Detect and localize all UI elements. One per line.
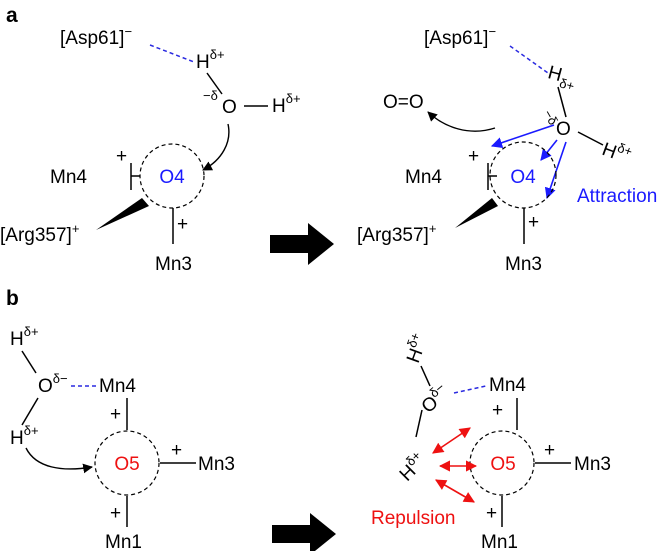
o-h-bond [415, 409, 423, 438]
plus-sign: + [492, 400, 503, 421]
attraction-arrow [540, 139, 558, 161]
o4-dashed-circle [489, 141, 557, 209]
o4-label: O4 [510, 167, 536, 188]
o-h-bond [420, 365, 431, 387]
o-partial-charge: −δ [203, 88, 218, 103]
plus-sign: + [171, 440, 182, 461]
arg357-label: [Arg357]+ [0, 221, 79, 246]
asp61-label: [Asp61]− [424, 24, 496, 49]
repulsion-arrow [432, 427, 471, 454]
repulsion-label: Repulsion [371, 508, 456, 529]
mn1-label: Mn1 [481, 532, 518, 551]
h-atom-right: Hδ+ [599, 135, 634, 168]
plus-sign: + [110, 404, 121, 425]
panel-b-right: Hδ+ Oδ− Mn4 Hδ+ + O5 Repulsion + Mn3 + M… [371, 330, 611, 551]
o5-dashed-circle [94, 430, 160, 496]
hydrogen-bond-dashed [149, 44, 195, 63]
o5-label: O5 [490, 454, 515, 475]
panel-label-b: b [6, 287, 19, 310]
wedge-bond [455, 198, 498, 228]
o5-label: O5 [114, 454, 139, 475]
mn3-label: Mn3 [155, 254, 192, 275]
o2-release-arrow [427, 111, 496, 132]
h-atom-bottom: Hδ+ [10, 423, 39, 449]
panel-label-a: a [6, 4, 18, 27]
attraction-arrow [544, 141, 567, 200]
plus-sign: + [486, 503, 497, 524]
dioxygen-label: O=O [383, 92, 424, 113]
o-h-bond [577, 131, 604, 146]
coordination-dashed [453, 385, 487, 394]
nucleophilic-attack-arrow [202, 123, 230, 171]
reaction-arrow [270, 223, 334, 265]
plus-sign: + [544, 440, 555, 461]
oxygen-atom: O [222, 97, 237, 118]
arg357-label: [Arg357]+ [357, 221, 436, 246]
repulsion-arrow [435, 479, 475, 503]
h-atom-top: Hδ+ [545, 62, 579, 94]
mn3-label: Mn3 [574, 454, 611, 475]
proton-transfer-arrow [25, 447, 93, 474]
plus-sign: + [177, 214, 188, 235]
o-partial-charge: −δ [541, 107, 561, 127]
plus-sign: + [468, 146, 479, 167]
mn4-label: Mn4 [405, 167, 442, 188]
h-atom-mid: Hδ+ [393, 448, 431, 486]
mn3-label: Mn3 [198, 454, 235, 475]
h-atom-top: Hδ+ [399, 330, 432, 365]
asp61-label: [Asp61]− [60, 24, 132, 49]
plus-sign: + [528, 212, 539, 233]
attraction-arrow [490, 124, 555, 149]
o-h-bond [21, 397, 39, 426]
h-atom-top: Hδ+ [196, 47, 225, 73]
panel-a-left: [Asp61]− Hδ+ −δ O Hδ+ O4 + Mn4 [Arg357]+… [0, 24, 301, 275]
mn3-label: Mn3 [505, 254, 542, 275]
oxygen-atom: Oδ− [38, 371, 68, 397]
mn1-label: Mn1 [105, 532, 142, 551]
o4-label: O4 [159, 167, 185, 188]
mn4-label: Mn4 [50, 167, 87, 188]
o-h-bond [557, 86, 567, 118]
panel-b-left: Hδ+ Oδ− Mn4 Hδ+ + O5 + Mn3 + Mn1 [10, 324, 235, 551]
plus-sign: + [116, 146, 127, 167]
h-atom-right: Hδ+ [272, 91, 301, 117]
mn4-label: Mn4 [99, 376, 136, 397]
reaction-arrow [272, 513, 336, 551]
h-atom-top: Hδ+ [10, 324, 39, 350]
attraction-label: Attraction [577, 186, 657, 207]
plus-sign: + [110, 503, 121, 524]
hydrogen-bond-dashed [509, 45, 549, 74]
panel-a-right: [Asp61]− Hδ+ O=O −δ O Hδ+ Attraction O4 … [357, 24, 657, 275]
mn4-label: Mn4 [489, 375, 526, 396]
oxygen-atom: O [556, 119, 571, 140]
o-h-bond [206, 72, 223, 95]
wedge-bond [96, 198, 149, 230]
o-h-bond [21, 350, 37, 374]
